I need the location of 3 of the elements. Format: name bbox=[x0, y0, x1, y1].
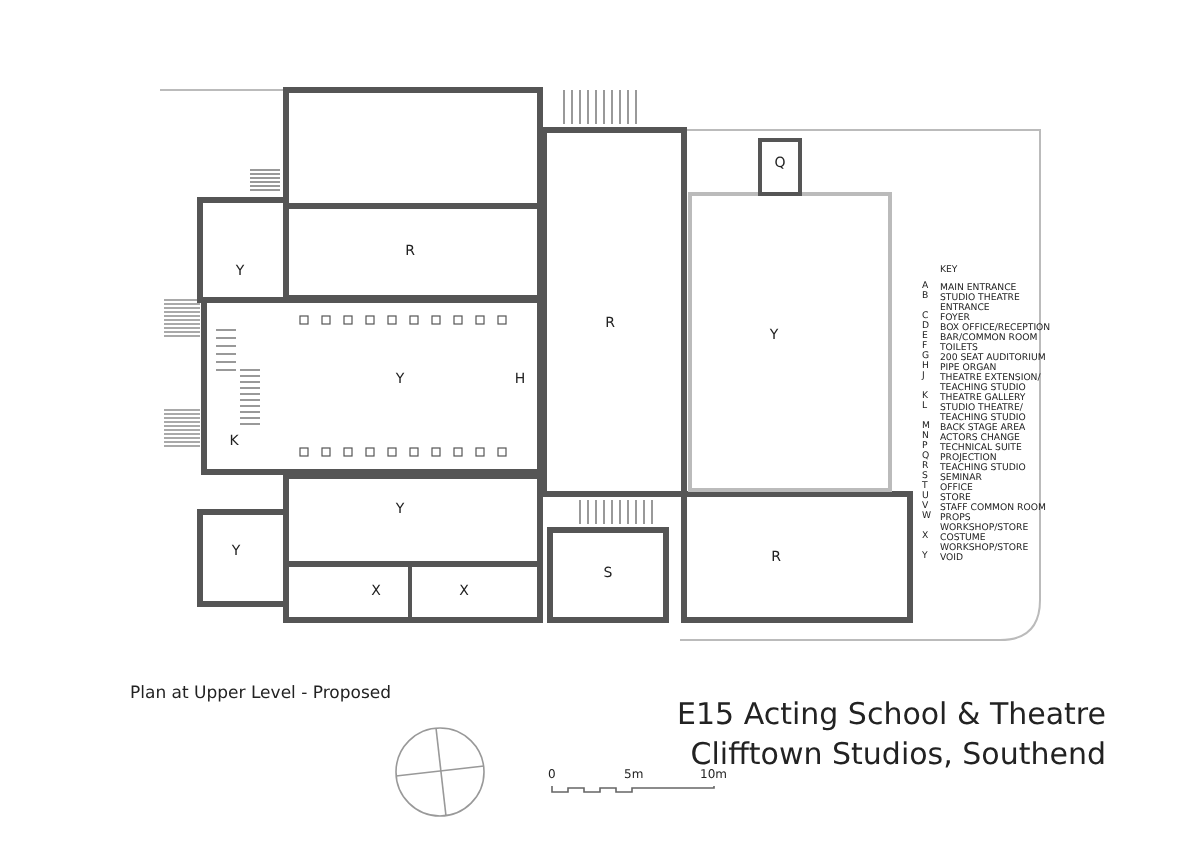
project-location: Clifftown Studios, Southend bbox=[690, 740, 1106, 770]
plan-caption: Plan at Upper Level - Proposed bbox=[130, 686, 392, 703]
drawing-title: E15 Acting School & Theatre bbox=[677, 700, 1106, 730]
